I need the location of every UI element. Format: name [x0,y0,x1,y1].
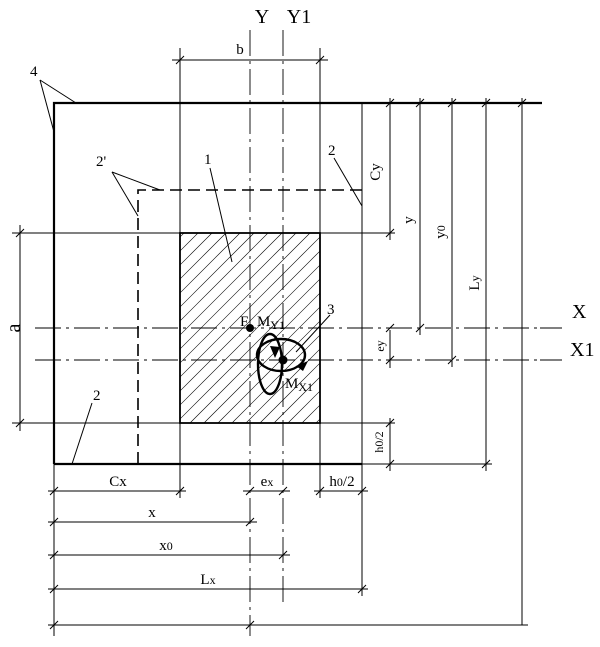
leader-4-b [39,79,77,104]
leader-4-a [39,79,55,133]
b-tick-right [315,55,325,65]
footing-outline-top-left [52,101,542,464]
label-x0: x0 [159,538,173,554]
hatch-line [203,306,320,423]
leader-2prime-a [111,171,139,217]
label-Y: Y [255,6,269,28]
label-Ly: Ly [467,275,483,290]
label-h0-2-vertical: h0/2 [372,431,386,452]
label-2prime: 2' [96,154,107,170]
label-y: y [401,216,417,224]
a-tick-bottom [15,418,25,428]
leader-2prime-b [111,171,161,191]
label-Y1: Y1 [287,6,311,28]
moment-My1-arrowhead [270,346,280,358]
hatch-line [180,236,320,378]
hatch-line [180,233,269,322]
label-X: X [572,301,587,323]
label-b: b [236,42,244,58]
leader-1 [209,167,233,263]
b-tick-left [175,55,185,65]
right-dim-ticks [385,98,527,469]
leader-2-top [333,157,363,207]
label-4: 4 [30,64,38,80]
hatch-line [180,233,227,280]
hatch-line [180,264,320,406]
label-x: x [148,505,156,521]
label-Cy: Cy [368,163,384,181]
label-h0-2-horizontal: h0/2 [329,474,354,490]
label-2-bottom: 2 [93,388,101,404]
load-point [278,355,288,365]
bottom-dim-ticks [49,486,367,630]
label-F: F [240,314,248,330]
hatch-line [245,348,320,423]
leader-2-bottom [71,402,93,465]
hatch-line [259,362,320,423]
label-y0: y0 [433,225,449,239]
point-F [246,324,254,332]
label-2-top: 2 [328,143,336,159]
label-My1: MY1 [257,314,285,332]
hatch-line [180,233,241,294]
label-X1: X1 [570,339,594,361]
label-1: 1 [204,152,212,168]
label-ey: ey [373,340,387,351]
label-3: 3 [327,302,335,318]
label-Lx: Lx [200,572,215,588]
hatch-line [273,376,320,423]
label-Cx: Cx [109,474,127,490]
label-a: a [3,323,25,332]
label-Mx1: MX1 [285,376,313,394]
hatch-line [180,233,255,308]
a-tick-top [15,228,25,238]
punching-contour-dashed [137,189,362,464]
moment-Mx1-arrowhead [296,361,308,371]
label-ex: ex [261,474,274,490]
